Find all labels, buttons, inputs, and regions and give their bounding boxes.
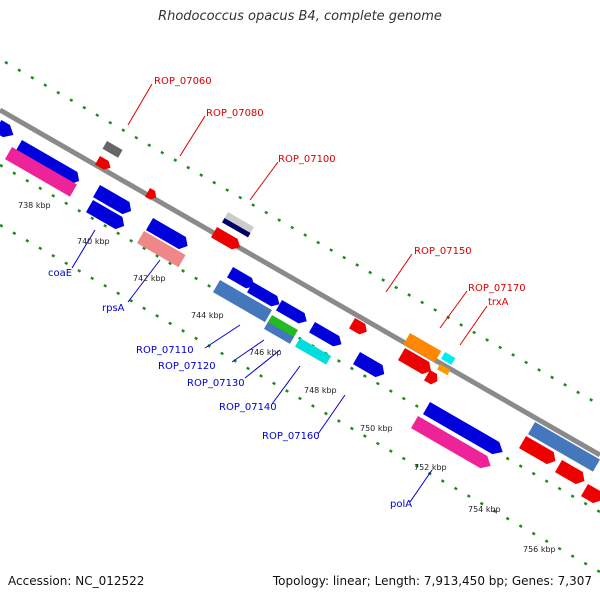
gene-label-pola[interactable]: polA xyxy=(390,499,412,510)
gene-label-rop07060[interactable]: ROP_07060 xyxy=(154,76,212,87)
gene-label-rop07150[interactable]: ROP_07150 xyxy=(414,246,472,257)
gene-feature[interactable] xyxy=(528,422,600,472)
gene-feature[interactable] xyxy=(309,322,344,349)
gene-feature[interactable] xyxy=(15,140,83,187)
gene-feature[interactable] xyxy=(0,120,17,141)
gene-feature[interactable] xyxy=(349,318,370,337)
gene-feature[interactable] xyxy=(211,227,243,252)
reverse-strand-features xyxy=(5,147,600,506)
gene-feature[interactable] xyxy=(267,315,298,339)
gene-feature[interactable] xyxy=(519,436,559,467)
gene-feature[interactable] xyxy=(423,402,506,458)
gene-label-rop07100[interactable]: ROP_07100 xyxy=(278,154,336,165)
summary-text: Topology: linear; Length: 7,913,450 bp; … xyxy=(272,574,592,588)
kbp-label: 738 kbp xyxy=(18,201,51,210)
kbp-label: 748 kbp xyxy=(304,386,337,395)
gene-feature[interactable] xyxy=(247,282,282,309)
gene-feature[interactable] xyxy=(276,300,310,326)
gene-feature[interactable] xyxy=(353,352,388,380)
gene-feature[interactable] xyxy=(137,231,186,268)
kbp-label: 752 kbp xyxy=(414,463,447,472)
kbp-label: 744 kbp xyxy=(191,311,224,320)
gene-feature[interactable] xyxy=(95,156,113,172)
kbp-label: 750 kbp xyxy=(360,424,393,433)
gene-feature[interactable] xyxy=(581,484,600,506)
gene-label-rop07110[interactable]: ROP_07110 xyxy=(136,345,194,356)
gene-feature[interactable] xyxy=(223,212,254,235)
gene-label-rop07130[interactable]: ROP_07130 xyxy=(187,378,245,389)
gene-label-trxa[interactable]: trxA xyxy=(488,297,509,308)
gene-label-coae[interactable]: coaE xyxy=(48,268,72,279)
accession-text: Accession: NC_012522 xyxy=(8,574,145,588)
gene-feature[interactable] xyxy=(227,267,257,291)
kbp-label: 746 kbp xyxy=(249,348,282,357)
lower-tick-track-2 xyxy=(0,223,600,574)
gene-feature[interactable] xyxy=(441,352,456,365)
gene-feature[interactable] xyxy=(145,188,159,202)
gene-feature[interactable] xyxy=(93,185,135,217)
genome-title: Rhodococcus opacus B4, complete genome xyxy=(158,9,442,24)
gene-label-rop07170[interactable]: ROP_07170 xyxy=(468,283,526,294)
gene-feature[interactable] xyxy=(437,364,451,376)
blue-leader-lines xyxy=(71,229,433,503)
gene-feature[interactable] xyxy=(213,280,272,323)
forward-strand-features xyxy=(0,120,600,472)
gene-label-rop07120[interactable]: ROP_07120 xyxy=(158,361,216,372)
gene-feature[interactable] xyxy=(146,218,191,252)
gene-feature[interactable] xyxy=(398,348,434,377)
gene-feature[interactable] xyxy=(424,370,440,386)
kbp-label: 740 kbp xyxy=(77,237,110,246)
kbp-label: 756 kbp xyxy=(523,545,556,554)
gene-label-rop07160[interactable]: ROP_07160 xyxy=(262,431,320,442)
gene-label-rop07080[interactable]: ROP_07080 xyxy=(206,108,264,119)
kbp-label: 754 kbp xyxy=(468,505,501,514)
gene-feature[interactable] xyxy=(86,200,128,232)
gene-feature[interactable] xyxy=(102,141,123,158)
gene-feature[interactable] xyxy=(5,147,77,197)
gene-feature[interactable] xyxy=(295,338,332,365)
upper-tick-track xyxy=(4,60,600,407)
gene-label-rop07140[interactable]: ROP_07140 xyxy=(219,402,277,413)
gene-label-rpsa[interactable]: rpsA xyxy=(102,303,125,314)
gene-feature[interactable] xyxy=(555,460,588,487)
gene-feature[interactable] xyxy=(411,416,494,472)
gene-feature[interactable] xyxy=(264,322,294,344)
gene-feature[interactable] xyxy=(403,333,442,363)
red-leader-lines xyxy=(127,83,488,346)
kbp-label: 742 kbp xyxy=(133,274,166,283)
